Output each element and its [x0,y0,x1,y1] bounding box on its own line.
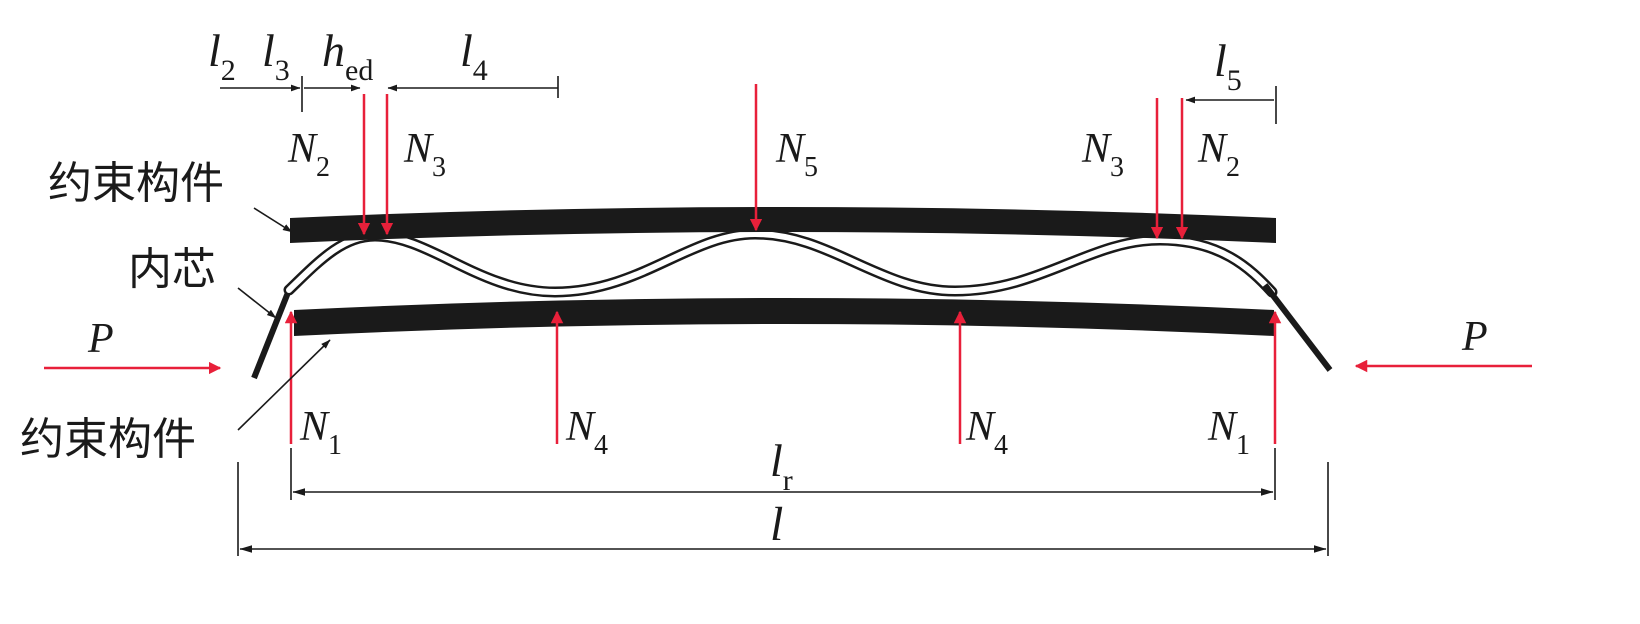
label-lower-member: 约束构件 [20,339,331,465]
lower-restraining-member [294,298,1274,336]
dim-lr-label: lr [770,435,793,497]
lower-member-text: 约束构件 [20,414,196,465]
label-upper-member: 约束构件 [48,158,293,233]
dim-hed-label: hed [322,25,373,87]
force-n4-right: N4 [953,310,1008,461]
core [251,228,1333,380]
force-n4-left: N4 [550,310,608,461]
core-right-end [1262,283,1333,372]
force-n4-left-label: N4 [565,404,608,461]
dim-l2-label: l2 [208,25,236,87]
load-p-right: P [1354,314,1532,373]
dim-l-label: l [770,498,783,551]
dim-l5-label: l5 [1214,35,1242,97]
force-n1-left: N1 [284,310,342,461]
force-n1-left-label: N1 [299,404,342,461]
core-text: 内芯 [128,244,216,295]
force-n1-right-label: N1 [1207,404,1250,461]
force-n1-right: N1 [1207,310,1282,461]
upper-restraining-member [290,207,1276,243]
load-p-left: P [44,316,222,375]
force-n3-left-label: N3 [403,126,446,183]
force-n5-label: N5 [775,126,818,183]
force-n3-right-label: N3 [1081,126,1124,183]
core-leader [237,287,277,319]
dimension-top-left: l2 l3 hed l4 [208,25,559,112]
force-n2-right: N2 [1175,98,1240,240]
dimension-top-right: l5 [1185,35,1277,124]
force-n2-right-label: N2 [1197,126,1240,183]
load-p-right-label: P [1461,314,1488,360]
load-p-left-label: P [87,316,114,362]
upper-member-leader [253,207,293,233]
dim-l3-label: l3 [262,25,290,87]
core-body-fill [286,230,1275,296]
dimension-l: l [237,462,1329,556]
force-n4-right-label: N4 [965,404,1008,461]
force-n2-left-label: N2 [287,126,330,183]
dim-l4-label: l4 [460,25,488,87]
force-n3-right: N3 [1081,98,1164,240]
dimension-lr: lr [290,435,1276,500]
force-n5: N5 [749,84,818,232]
upper-member-text: 约束构件 [48,158,224,209]
lower-member-leader [237,339,331,431]
core-left-end [251,288,292,380]
label-core: 内芯 [128,244,277,319]
force-n3-left: N3 [380,94,446,236]
force-n2-left: N2 [287,94,371,236]
